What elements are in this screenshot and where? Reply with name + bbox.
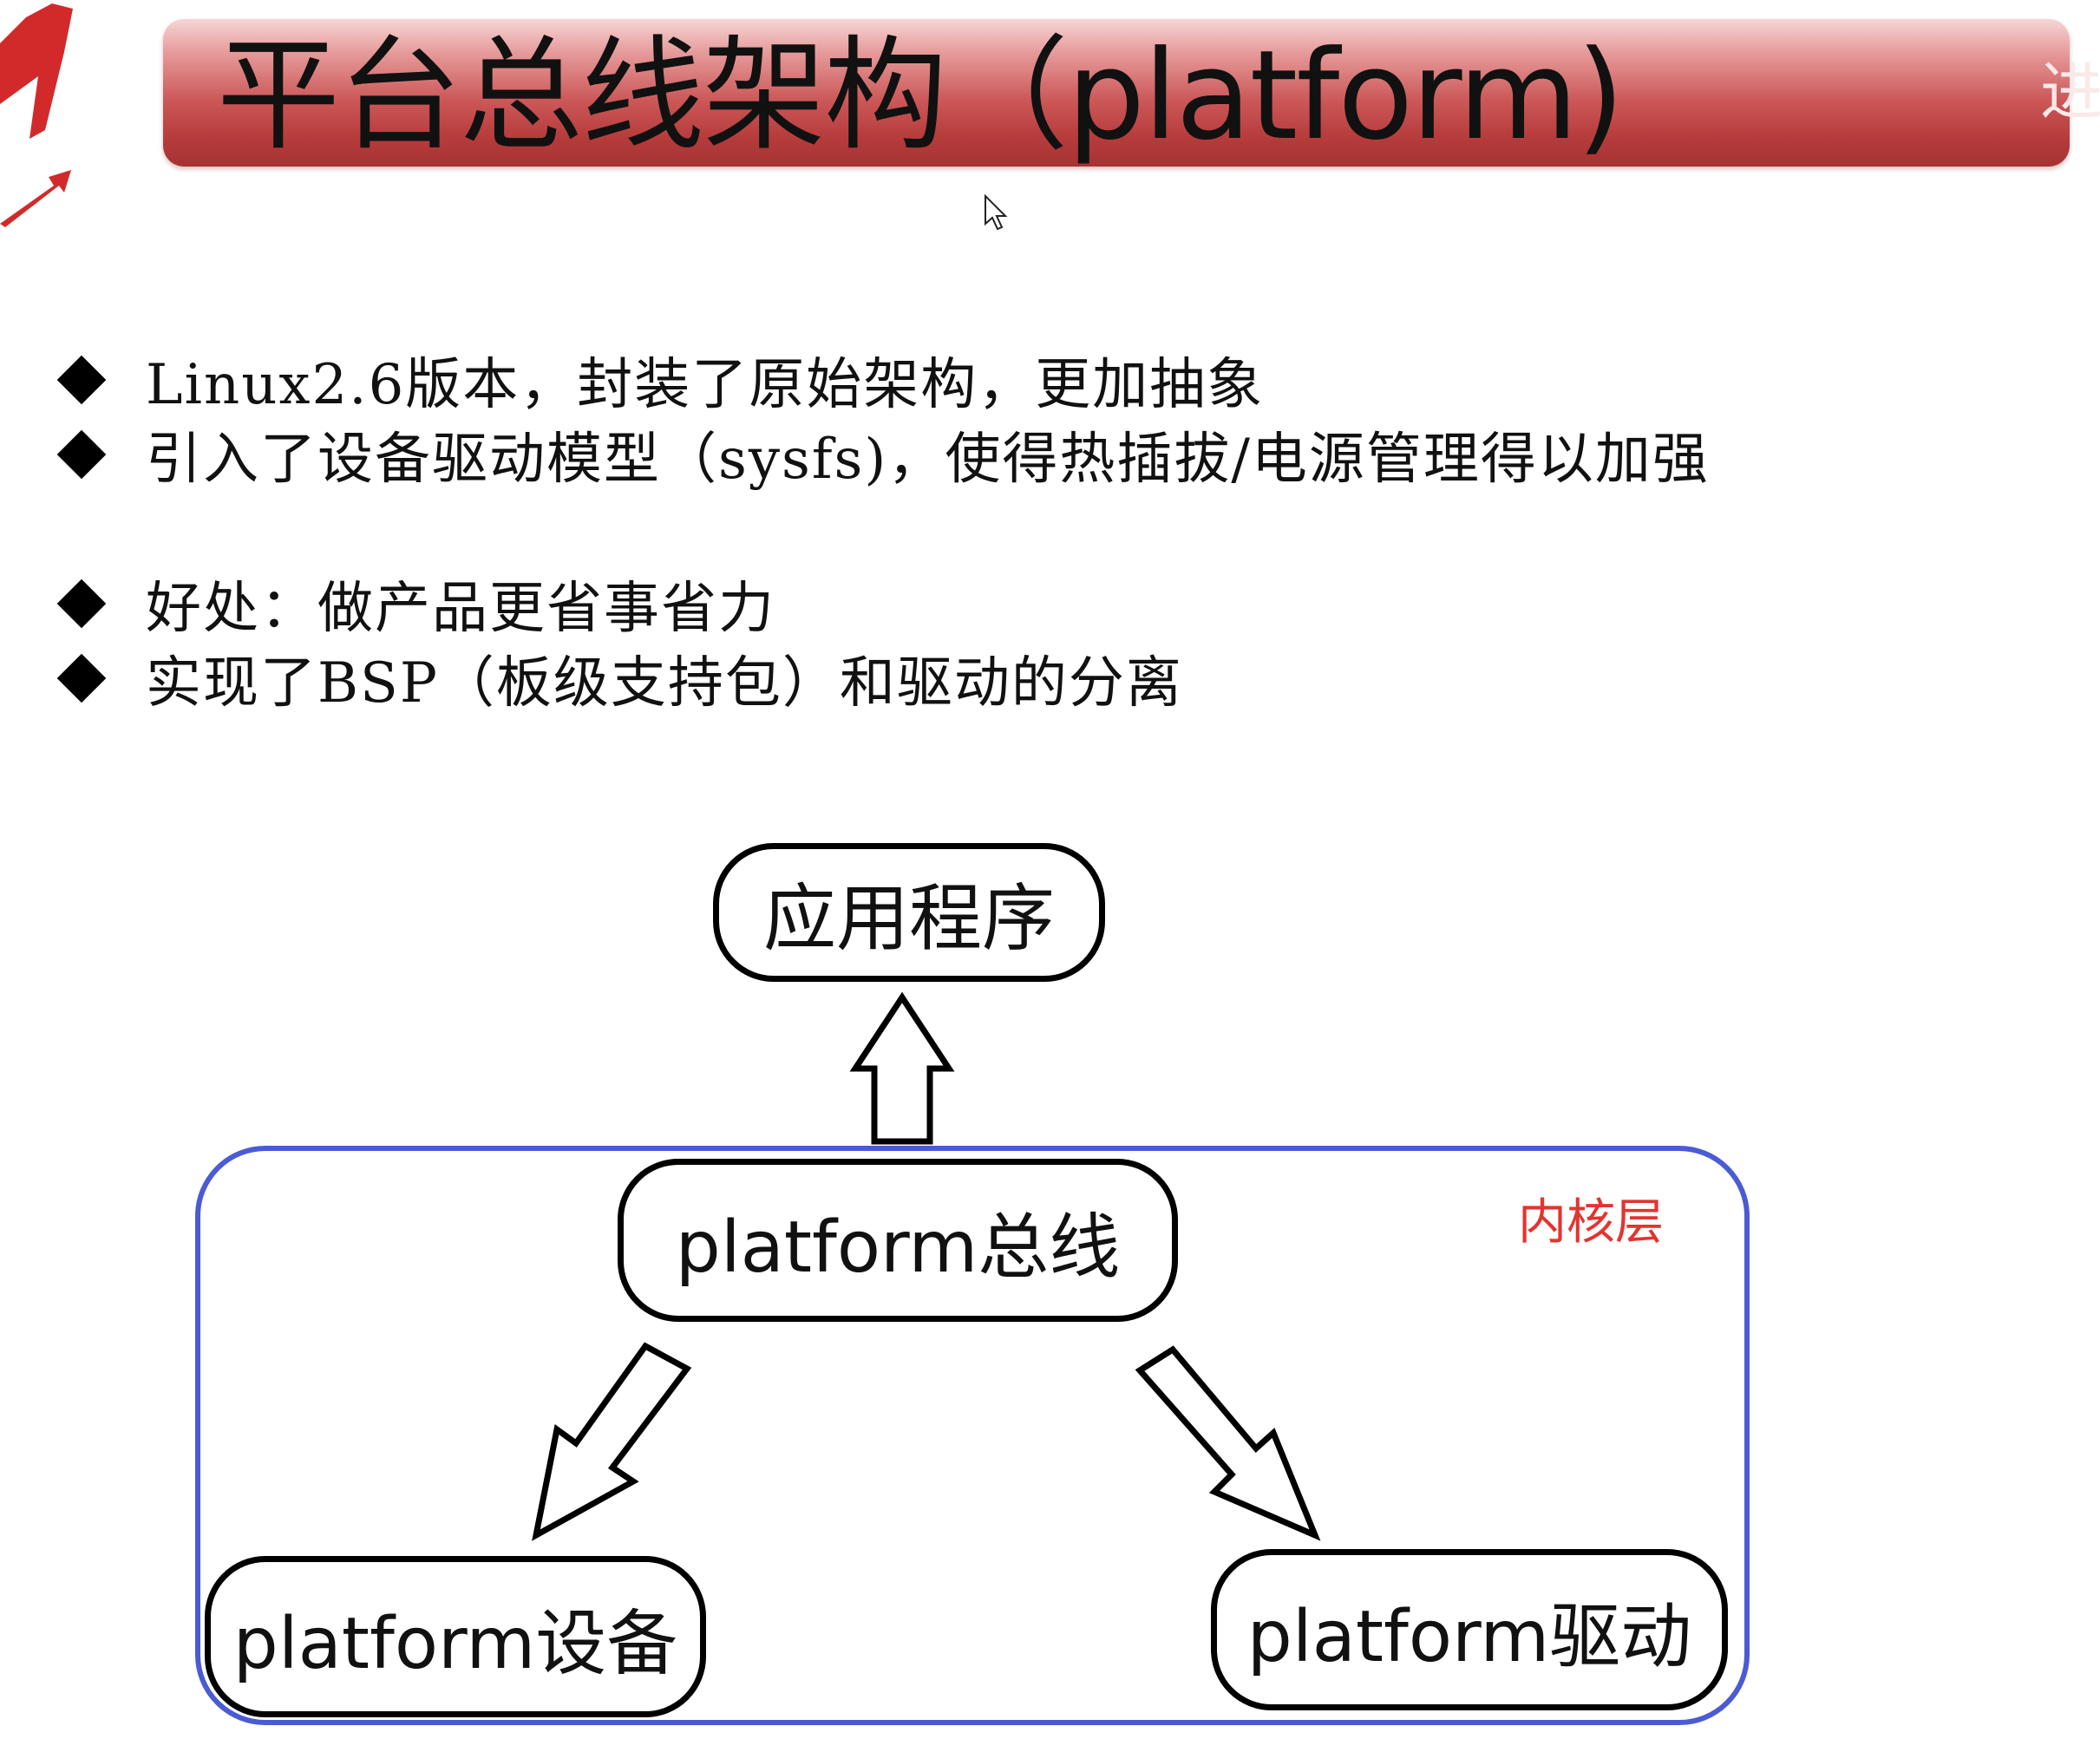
page-title: 平台总线架构（platform) bbox=[217, 24, 1625, 167]
title-banner bbox=[163, 19, 2070, 167]
corner-logo-arrow-icon bbox=[0, 3, 73, 227]
bullet-text: 实现了BSP（板级支持包）和驱动的分离 bbox=[146, 651, 1183, 716]
bullet-text: Linux2.6版本，封装了原始架构，更加抽象 bbox=[146, 353, 1265, 417]
bullet-text: 引入了设备驱动模型（sysfs)，使得热插拔/电源管理得以加强 bbox=[146, 428, 1710, 492]
bullet-item: 实现了BSP（板级支持包）和驱动的分离 bbox=[54, 644, 1183, 716]
bullet-text: 好处：做产品更省事省力 bbox=[146, 577, 775, 641]
kernel-layer-box bbox=[195, 1146, 1750, 1725]
bullet-item: 引入了设备驱动模型（sysfs)，使得热插拔/电源管理得以加强 bbox=[54, 420, 1710, 492]
platform-driver-node: platform驱动 bbox=[1211, 1549, 1728, 1710]
platform-bus-node: platform总线 bbox=[618, 1159, 1178, 1322]
mouse-cursor-icon bbox=[985, 194, 1008, 231]
application-node: 应用程序 bbox=[713, 843, 1105, 982]
title-edge-fragment: 进 bbox=[2040, 56, 2100, 128]
hollow-arrow-icon bbox=[1135, 1345, 1321, 1541]
kernel-layer-label: 内核层 bbox=[1518, 1194, 1664, 1251]
bullet-item: 好处：做产品更省事省力 bbox=[54, 569, 775, 641]
platform-device-node: platform设备 bbox=[205, 1556, 706, 1717]
bullet-item: Linux2.6版本，封装了原始架构，更加抽象 bbox=[54, 345, 1264, 417]
hollow-arrow-icon bbox=[849, 991, 955, 1145]
hollow-arrow-icon bbox=[532, 1342, 692, 1541]
